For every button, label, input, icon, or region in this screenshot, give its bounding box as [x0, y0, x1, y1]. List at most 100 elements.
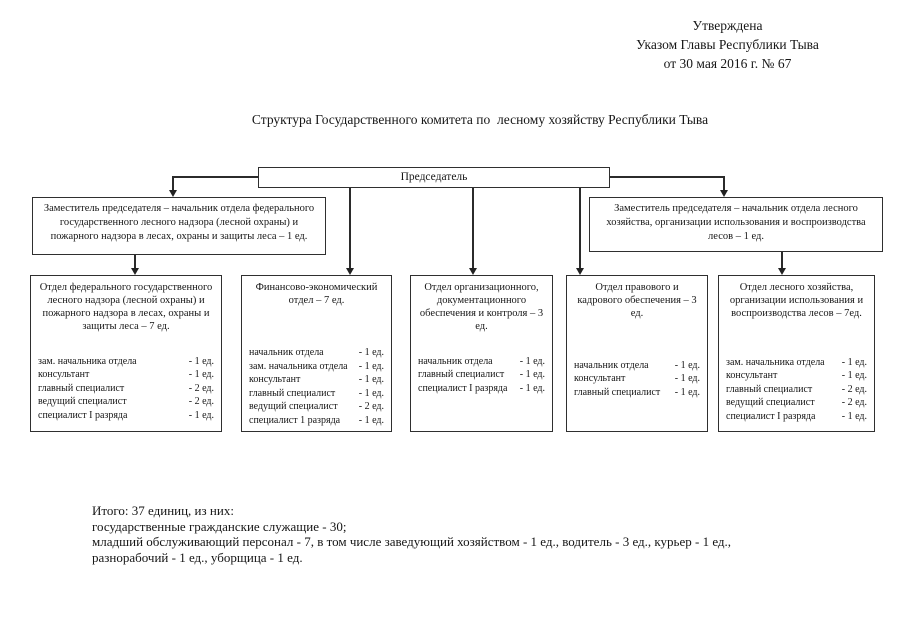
staff-count: - 1 ед.	[188, 369, 214, 380]
arrow-down-icon	[778, 268, 786, 275]
staff-count: - 1 ед.	[358, 414, 384, 426]
arrow-down-icon	[131, 268, 139, 275]
dept-title: Отдел организационного, документационног…	[419, 282, 544, 332]
staff-row: ведущий специалист - 2 ед.	[726, 396, 867, 410]
staff-row: главный специалист - 1 ед.	[574, 386, 700, 400]
dept-box-federal-supervision: Отдел федерального государственного лесн…	[30, 275, 222, 432]
chairman-box: Председатель	[258, 167, 610, 188]
staff-position: консультант	[726, 370, 778, 381]
dept-box-finance: Финансово-экономический отдел – 7 ед. на…	[241, 275, 392, 432]
staff-count: - 1 ед.	[674, 386, 700, 398]
staff-position: консультант	[249, 374, 301, 385]
staff-row: главный специалист - 2 ед.	[726, 383, 867, 397]
staff-list: начальник отдела- 1 ед. главный специали…	[418, 355, 545, 396]
staff-position: главный специалист	[249, 387, 336, 399]
approval-line-2: Указом Главы Республики Тыва	[636, 37, 819, 52]
staff-count: - 2 ед.	[188, 382, 214, 394]
staff-position: главный специалист	[38, 382, 125, 394]
staff-row: ведущий специалист - 2 ед.	[38, 395, 214, 409]
staff-row: специалист I разряда - 1 ед.	[418, 382, 545, 396]
staff-row: специалист I разряда - 1 ед.	[726, 410, 867, 424]
staff-position: главный специалист	[418, 369, 505, 380]
staff-count: - 2 ед.	[841, 397, 867, 408]
staff-count: - 1 ед.	[358, 347, 384, 358]
staff-row: главный специалист - 1 ед.	[418, 368, 545, 382]
staff-position: зам. начальника отдела	[249, 360, 348, 372]
approval-block: Утверждена Указом Главы Республики Тыва …	[555, 16, 900, 73]
arrow-down-icon	[576, 268, 584, 275]
dept-box-forestry: Отдел лесного хозяйства, организации исп…	[718, 275, 875, 432]
arrow-down-icon	[346, 268, 354, 275]
connector-line	[781, 252, 783, 269]
staff-position: консультант	[574, 373, 626, 384]
staff-count: - 2 ед.	[358, 401, 384, 412]
staff-position: начальник отдела	[574, 359, 649, 371]
staff-position: начальник отдела	[249, 347, 324, 358]
staff-count: - 1 ед.	[358, 387, 384, 399]
staff-row: ведущий специалист - 2 ед.	[249, 400, 384, 414]
totals-summary: Итого: 37 единиц, из них: государственны…	[92, 503, 827, 565]
arrow-down-icon	[169, 190, 177, 197]
staff-position: ведущий специалист	[249, 401, 338, 412]
staff-count: - 1 ед.	[674, 373, 700, 384]
staff-list: начальник отдела - 1 ед. консультант - 1 е…	[574, 359, 700, 400]
staff-count: - 1 ед.	[519, 382, 545, 394]
staff-count: - 2 ед.	[841, 383, 867, 395]
staff-count: - 1 ед.	[519, 355, 545, 367]
summary-line-4: разнорабочий - 1 ед., уборщица - 1 ед.	[92, 549, 303, 565]
staff-count: - 1 ед.	[674, 359, 700, 371]
staff-count: - 1 ед.	[519, 369, 545, 380]
staff-count: - 1 ед.	[358, 374, 384, 385]
approval-line-1: Утверждена	[692, 18, 763, 33]
connector-line	[723, 176, 725, 191]
staff-position: ведущий специалист	[38, 396, 127, 407]
summary-line-1: Итого: 37 единиц, из них:	[92, 503, 234, 518]
connector-line	[349, 188, 351, 269]
staff-row: зам. начальника отдела - 1 ед.	[726, 356, 867, 370]
staff-list: начальник отдела - 1 ед. зам. начальника …	[249, 346, 384, 427]
staff-count: - 1 ед.	[188, 409, 214, 421]
staff-count: - 1 ед.	[841, 356, 867, 368]
staff-row: главный специалист - 1 ед.	[249, 387, 384, 401]
connector-line	[472, 188, 474, 269]
staff-count: - 2 ед.	[188, 396, 214, 407]
staff-row: начальник отдела - 1 ед.	[574, 359, 700, 373]
connector-line	[134, 255, 136, 269]
connector-line	[610, 176, 724, 178]
staff-position: зам. начальника отдела	[726, 356, 825, 368]
staff-position: специалист 1 разряда	[249, 414, 341, 426]
staff-row: консультант - 1 ед.	[38, 368, 214, 382]
dept-title: Отдел федерального государственного лесн…	[39, 282, 213, 332]
connector-line	[172, 176, 174, 191]
staff-row: консультант - 1 ед.	[249, 373, 384, 387]
staff-row: консультант- 1 ед.	[726, 369, 867, 383]
deputy-box-forestry: Заместитель председателя – начальник отд…	[589, 197, 883, 252]
staff-row: главный специалист - 2 ед.	[38, 382, 214, 396]
staff-position: специалист I разряда	[726, 410, 816, 422]
staff-row: специалист 1 разряда - 1 ед.	[249, 414, 384, 428]
dept-title: Отдел правового и кадрового обеспечения …	[577, 282, 697, 319]
staff-position: главный специалист	[726, 383, 813, 395]
staff-row: начальник отдела- 1 ед.	[418, 355, 545, 369]
staff-list: зам. начальника отдела - 1 ед. консультан…	[726, 356, 867, 424]
staff-position: главный специалист	[574, 386, 661, 398]
staff-count: - 1 ед.	[841, 410, 867, 422]
connector-line	[173, 176, 258, 178]
arrow-down-icon	[469, 268, 477, 275]
staff-position: специалист I разряда	[418, 382, 508, 394]
staff-row: зам. начальника отдела- 1 ед.	[249, 360, 384, 374]
staff-row: зам. начальника отдела- 1 ед.	[38, 355, 214, 369]
staff-position: специалист I разряда	[38, 409, 128, 421]
dept-box-organizational: Отдел организационного, документационног…	[410, 275, 553, 432]
approval-line-3: от 30 мая 2016 г. № 67	[663, 56, 792, 71]
staff-position: консультант	[38, 369, 90, 380]
arrow-down-icon	[720, 190, 728, 197]
dept-title: Финансово-экономический отдел – 7 ед.	[255, 282, 378, 306]
dept-box-legal-hr: Отдел правового и кадрового обеспечения …	[566, 275, 708, 432]
summary-line-2: государственные гражданские служащие - 3…	[92, 518, 347, 534]
deputy-box-federal-supervision: Заместитель председателя – начальник отд…	[32, 197, 326, 255]
page-title: Структура Государственного комитета по л…	[251, 112, 709, 127]
staff-position: ведущий специалист	[726, 397, 815, 408]
staff-row: консультант - 1 ед.	[574, 372, 700, 386]
